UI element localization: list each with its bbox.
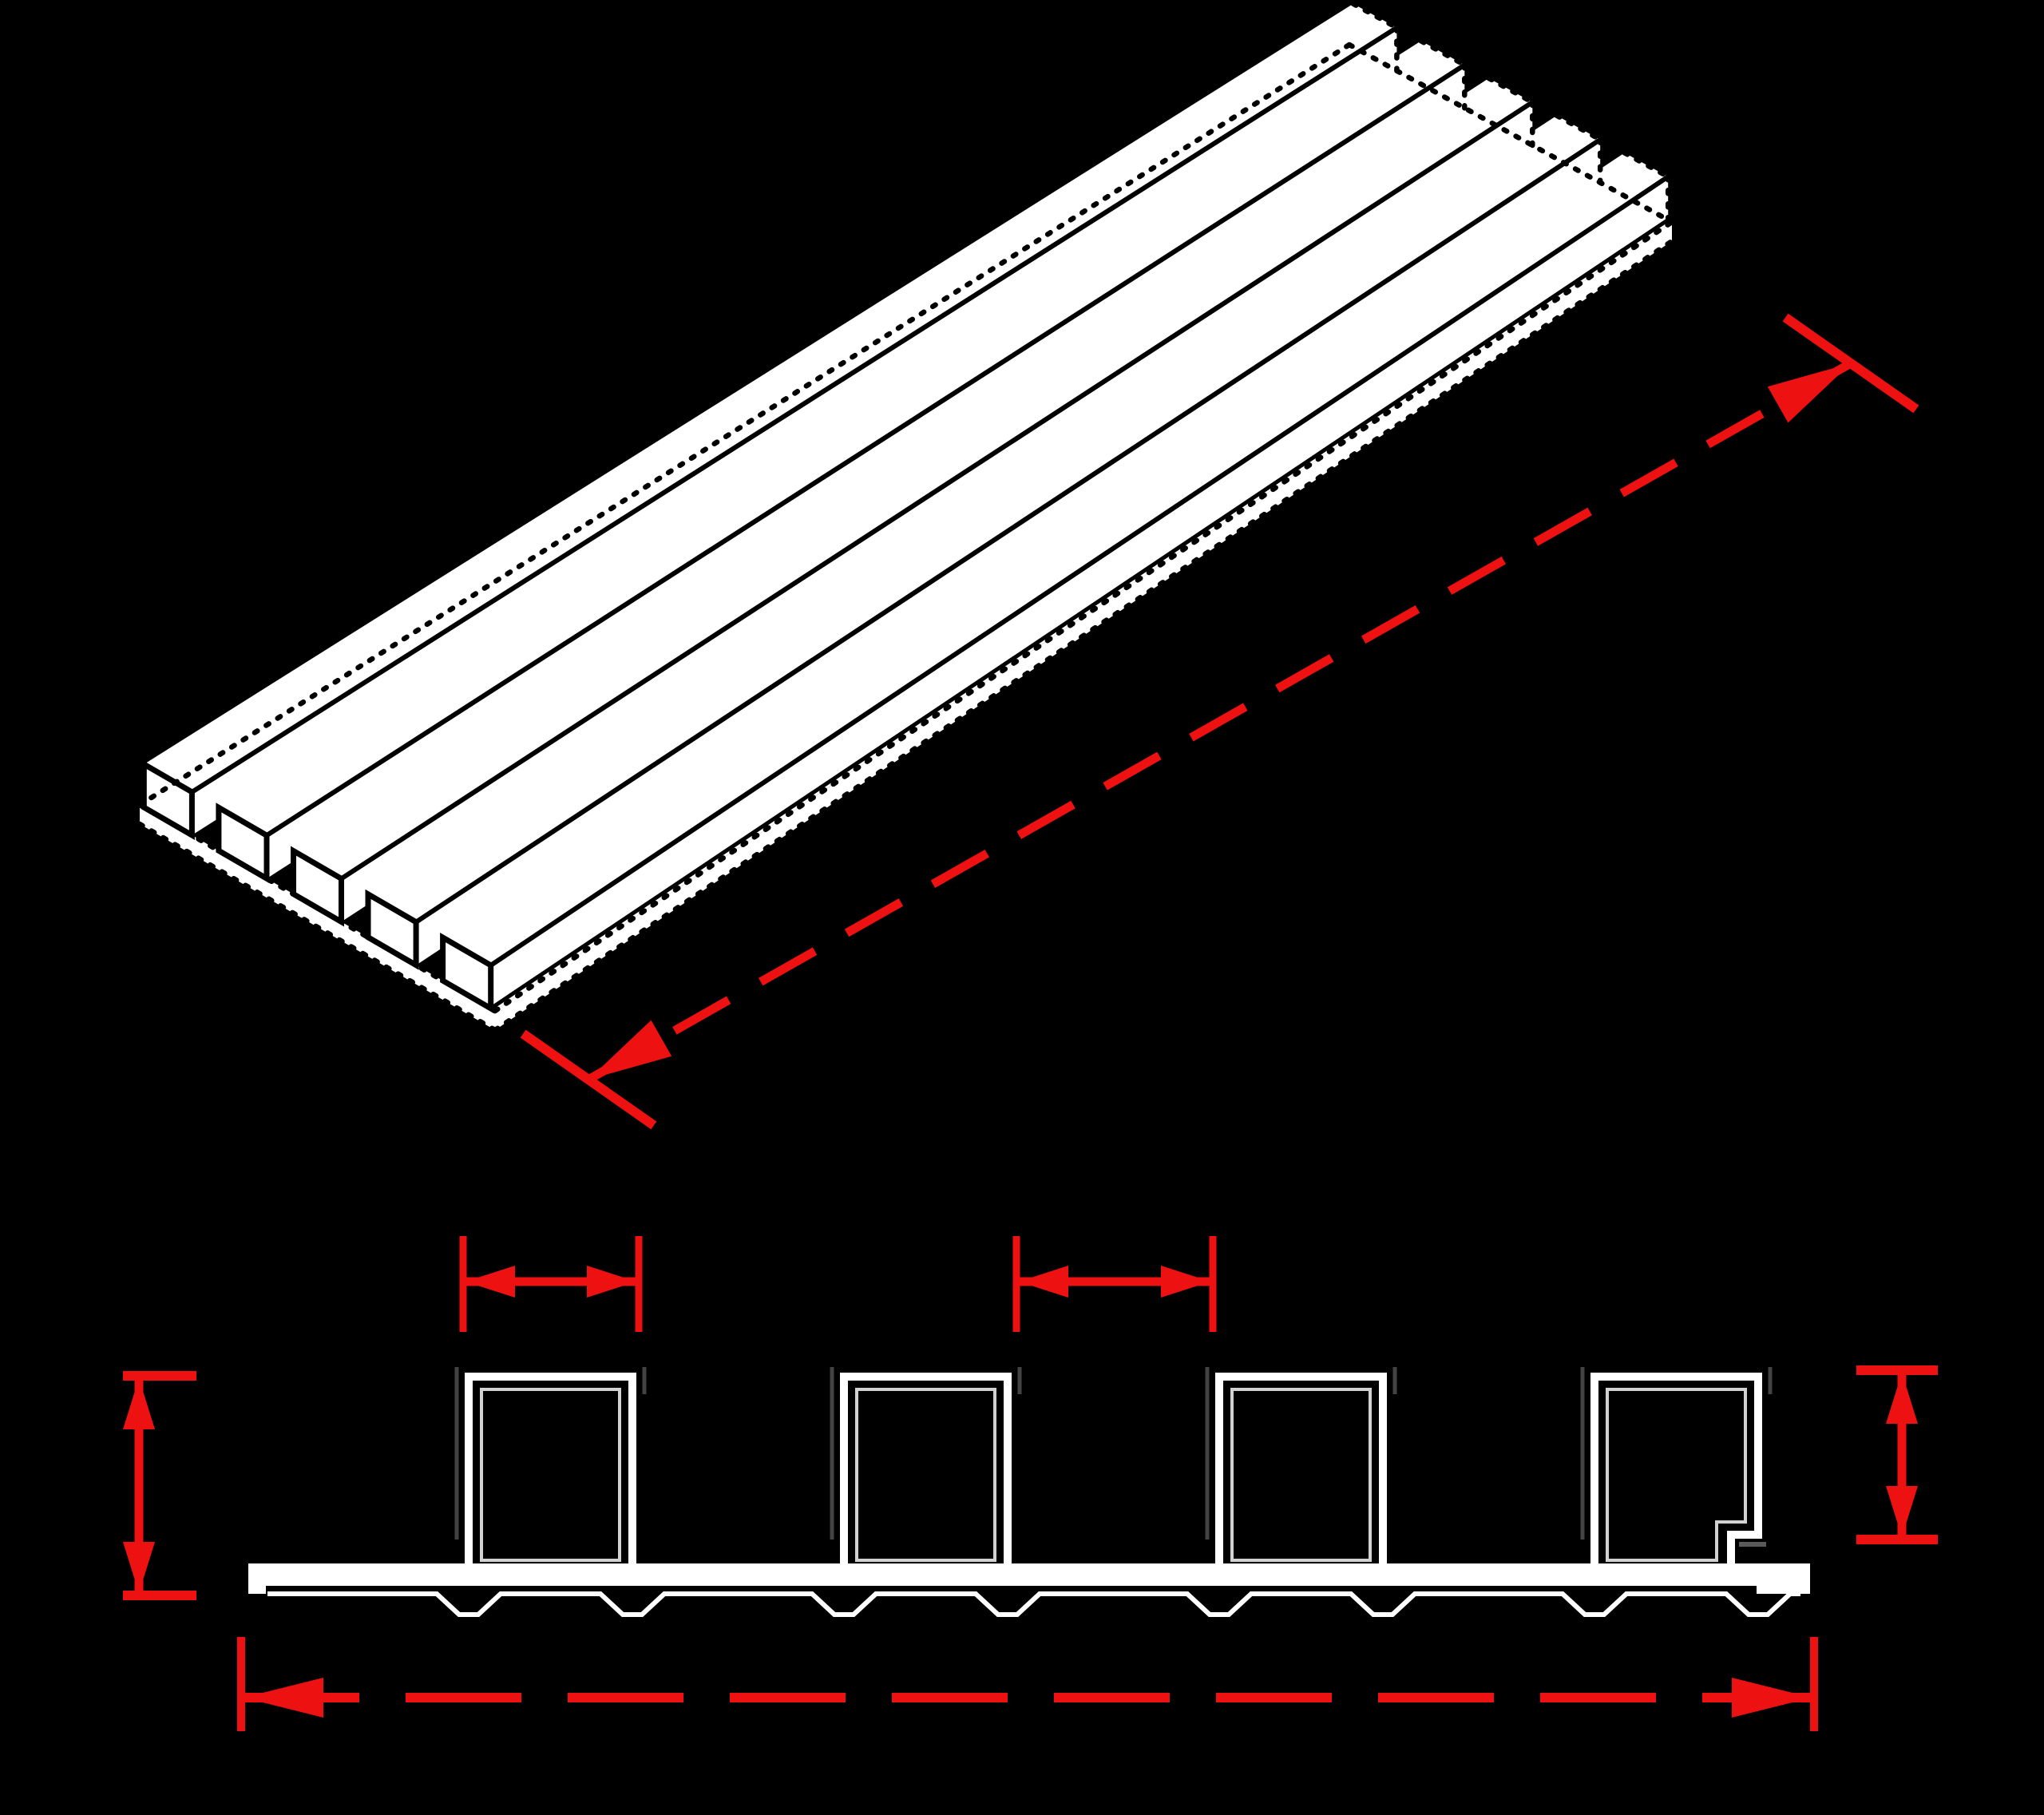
slat-width-dimension [459,1236,643,1332]
overall-width-dimension [237,1637,1818,1731]
overall-height-dimension [123,1371,196,1600]
isometric-panel [137,1,1675,1033]
panel-length-dimension [520,313,1919,1130]
slat-height-dimension [1856,1365,1938,1544]
cross-section-profile [248,1367,1810,1617]
groove-spacing-dimension [1012,1236,1217,1332]
